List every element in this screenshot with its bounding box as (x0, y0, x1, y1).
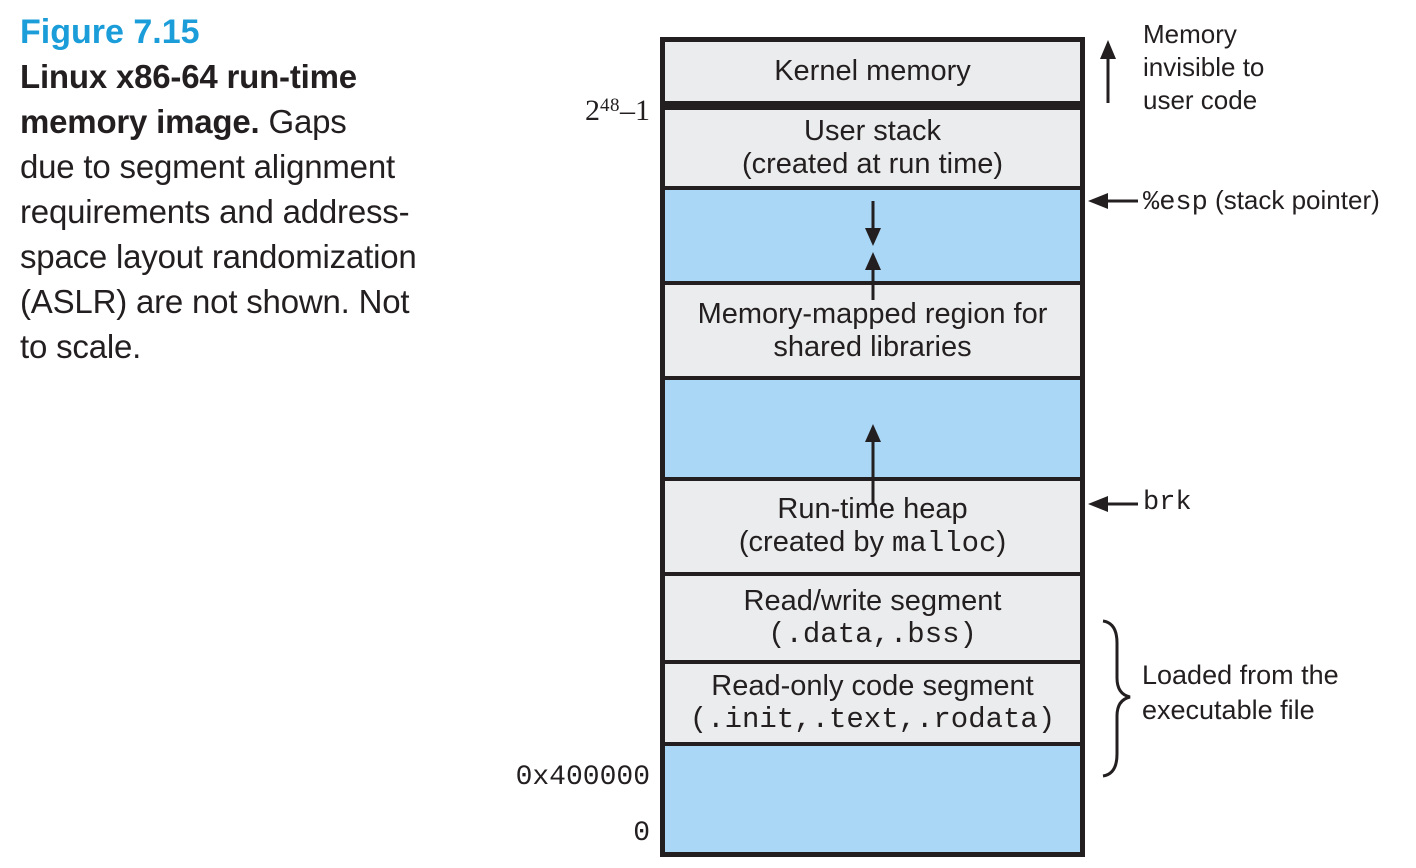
segment-label: Read-only code segment (711, 670, 1034, 702)
segment-read-write: Read/write segment (.data,.bss) (665, 576, 1080, 664)
caption-line: space layout randomization (20, 238, 417, 275)
segment-label: Read/write segment (743, 585, 1002, 617)
segment-unallocated-stack-gap (665, 190, 1080, 285)
esp-pointer-arrow-icon (1088, 193, 1138, 209)
note-loaded-from-executable: Loaded from the executable file (1142, 660, 1339, 725)
executable-segments-brace (1102, 619, 1131, 778)
address-label-zero: 0 (633, 818, 650, 849)
caption-line: Linux x86-64 run-time (20, 58, 357, 95)
caption-line: (ASLR) are not shown. Not (20, 283, 410, 320)
segment-label: User stack (804, 115, 941, 147)
segment-sections: (.data,.bss) (768, 618, 977, 651)
caption-line: to scale. (20, 328, 142, 365)
segment-sections: (.init,.text,.rodata) (689, 703, 1056, 736)
segment-label: shared libraries (773, 330, 972, 363)
segment-label: Run-time heap (777, 493, 968, 525)
segment-sublabel: (created at run time) (741, 148, 1004, 180)
segment-sublabel: (created by malloc) (738, 526, 1007, 560)
figure-number: Figure 7.15 (20, 13, 200, 51)
segment-label: Kernel memory (774, 55, 971, 87)
figure-caption: Figure 7.15 Linux x86-64 run-time memory… (20, 10, 480, 369)
code-malloc: malloc (892, 527, 997, 560)
segment-kernel-memory: Kernel memory (665, 42, 1080, 110)
address-label-code-start: 0x400000 (515, 762, 650, 793)
caption-line: memory image. Gaps (20, 103, 347, 140)
caption-line: requirements and address- (20, 193, 410, 230)
address-exponent: 48 (600, 95, 620, 116)
code-esp: %esp (1143, 188, 1208, 218)
segment-label: Memory-mapped region for (697, 297, 1048, 330)
memory-layout-diagram: Kernel memory User stack (created at run… (660, 37, 1085, 857)
address-label-top: 248–1 (585, 94, 650, 127)
segment-user-stack: User stack (created at run time) (665, 110, 1080, 190)
brk-pointer-arrow-icon (1088, 496, 1138, 512)
segment-memory-mapped-region: Memory-mapped region for shared librarie… (665, 285, 1080, 380)
segment-read-only: Read-only code segment (.init,.text,.rod… (665, 664, 1080, 746)
segment-runtime-heap: Run-time heap (created by malloc) (665, 481, 1080, 576)
caption-line: due to segment alignment (20, 148, 395, 185)
note-stack-pointer: %esp (stack pointer) (1143, 185, 1380, 218)
segment-unallocated-heap-gap (665, 380, 1080, 481)
memory-invisible-up-arrow-icon (1100, 40, 1116, 103)
note-memory-invisible: Memory invisible to user code (1143, 19, 1265, 115)
segment-unused-low-memory (665, 746, 1080, 852)
note-brk: brk (1143, 488, 1192, 518)
